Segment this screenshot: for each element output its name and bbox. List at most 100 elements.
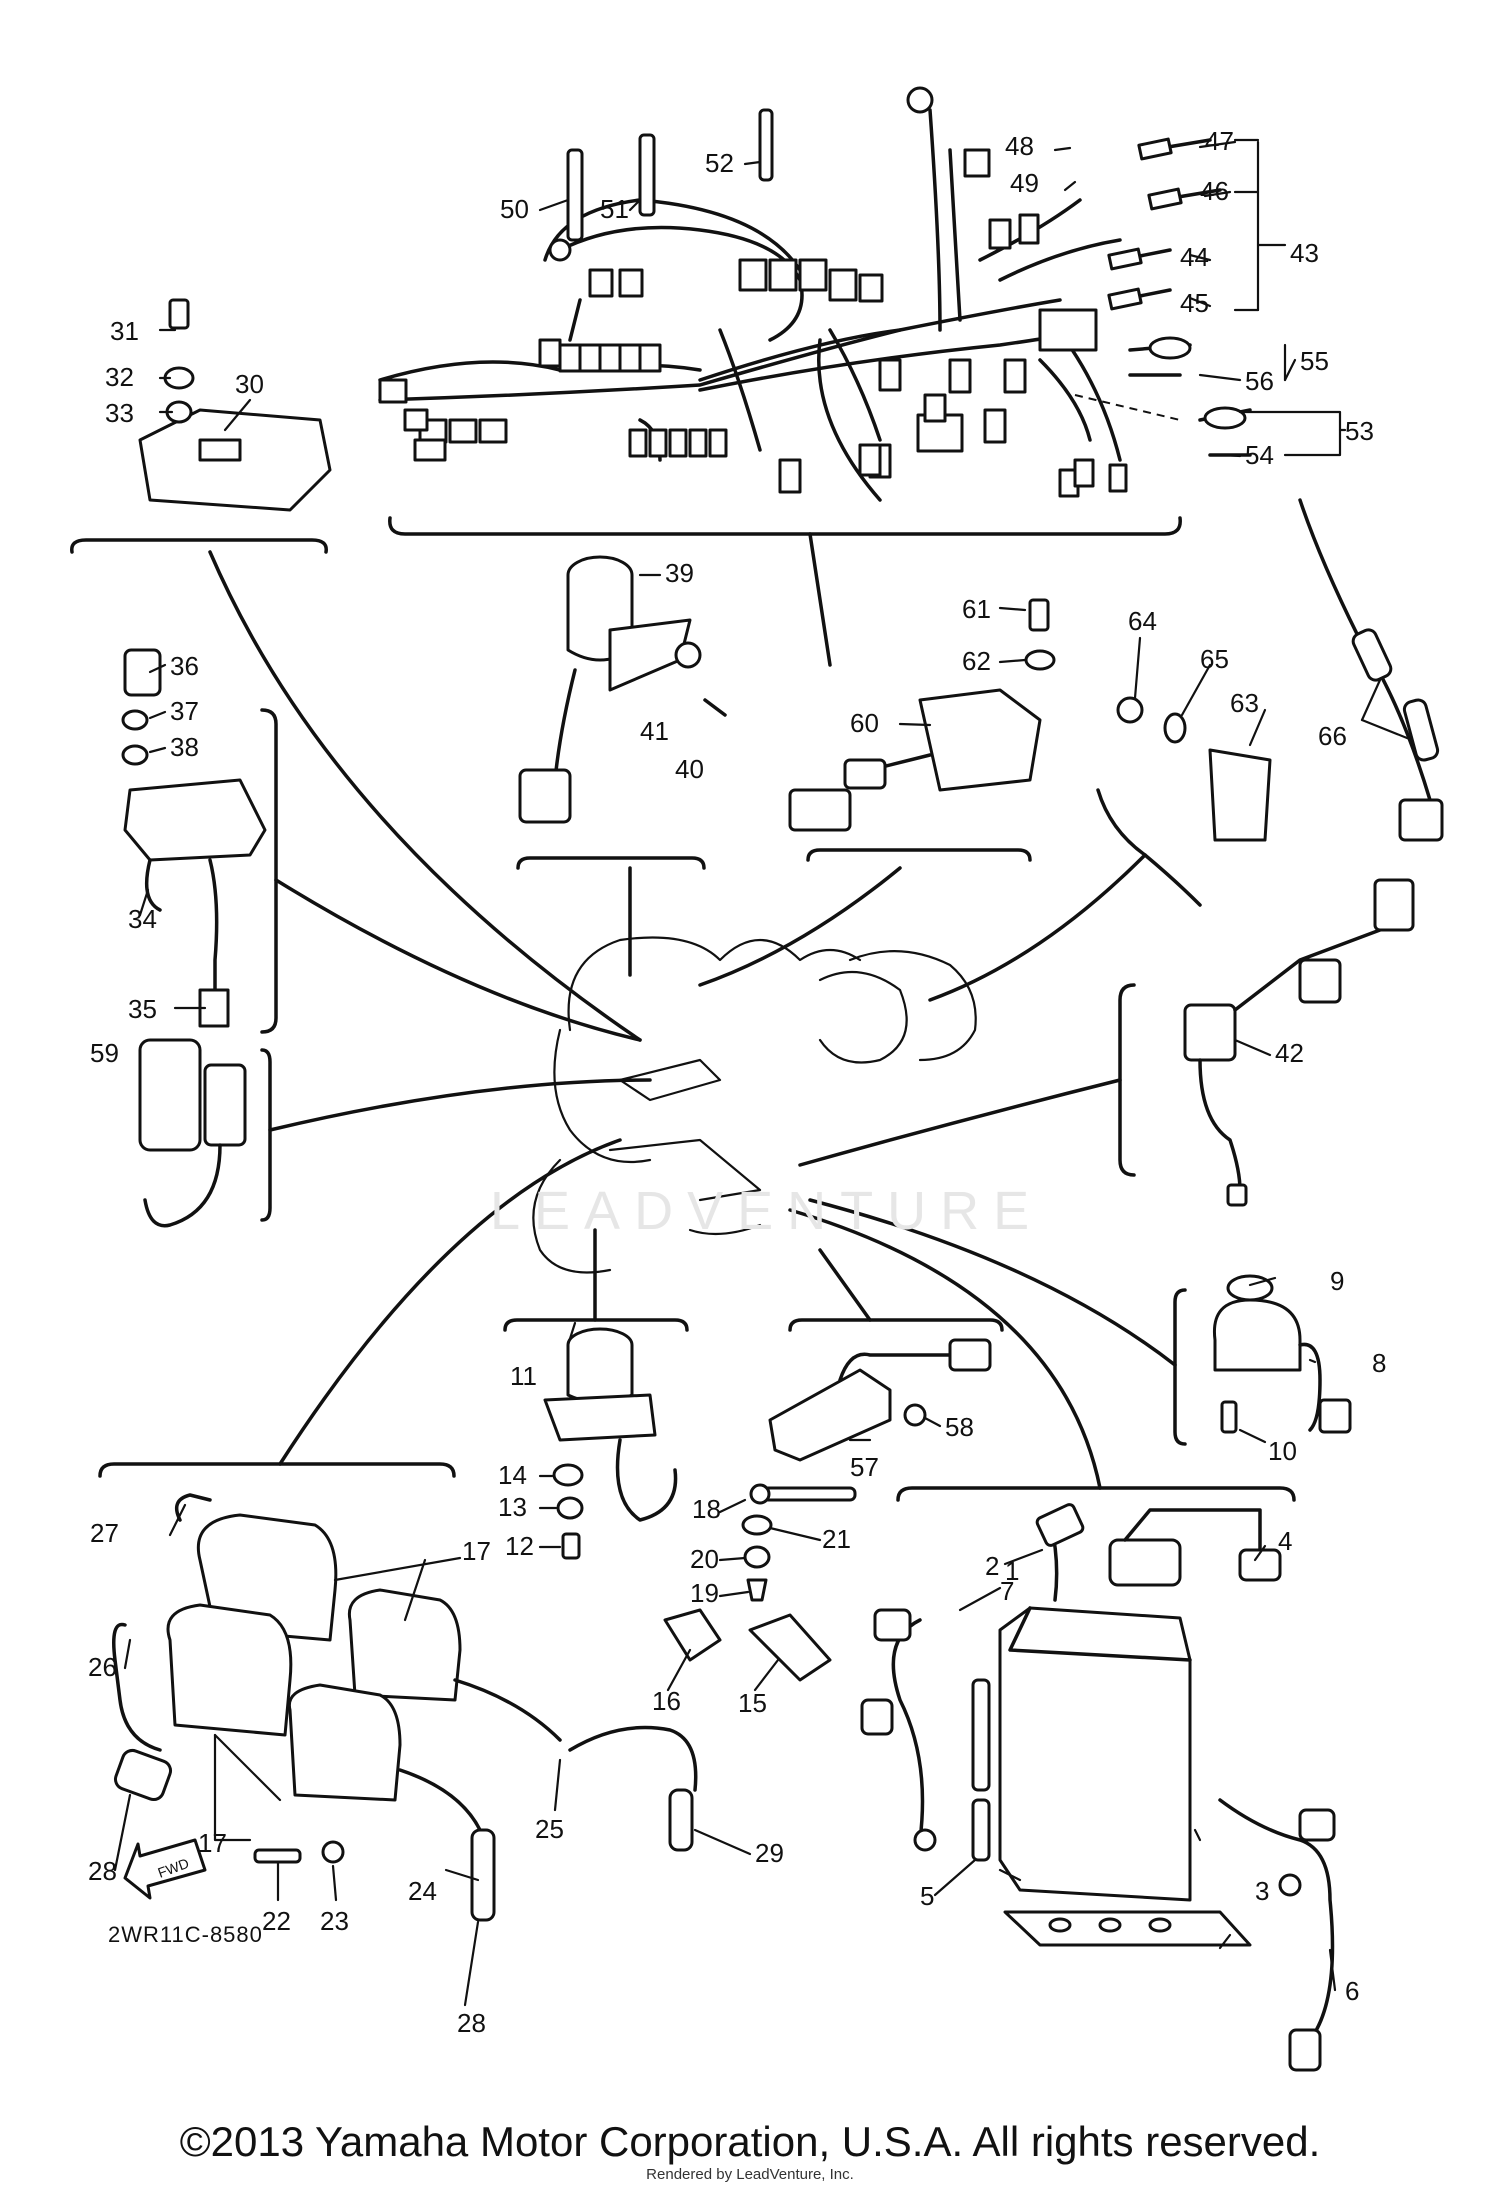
regulator-group-bracket <box>70 538 328 554</box>
frame-outline <box>532 936 977 1274</box>
connection-lines <box>208 532 1177 1490</box>
harness-group-bracket <box>388 516 1182 536</box>
callout-37: 37 <box>170 696 199 726</box>
callout-4: 4 <box>1278 1526 1292 1556</box>
callout-labels: 1 2 3 4 5 6 7 8 9 10 11 12 13 14 15 16 1… <box>88 126 1386 2038</box>
callout-21: 21 <box>822 1524 851 1554</box>
battery-group-bracket <box>896 1486 1296 1502</box>
sidestand-group-bracket <box>806 848 1032 862</box>
flasher-relay-top <box>788 598 1056 832</box>
callout-3: 3 <box>1255 1876 1269 1906</box>
flasher-group-bracket <box>260 1048 272 1222</box>
callout-17: 17 <box>462 1536 491 1566</box>
callout-61: 61 <box>962 594 991 624</box>
callout-29: 29 <box>755 1838 784 1868</box>
callout-64: 64 <box>1128 606 1157 636</box>
horn <box>1212 1274 1352 1434</box>
harness-pins <box>566 108 774 242</box>
callout-63: 63 <box>1230 688 1259 718</box>
callout-46: 46 <box>1200 176 1229 206</box>
callout-18: 18 <box>692 1494 721 1524</box>
flasher-relay <box>138 1038 247 1228</box>
callout-7: 7 <box>1000 1576 1014 1606</box>
callout-44: 44 <box>1180 242 1209 272</box>
callout-12: 12 <box>505 1531 534 1561</box>
callout-38: 38 <box>170 732 199 762</box>
callout-28-lower: 28 <box>457 2008 486 2038</box>
callout-22: 22 <box>262 1906 291 1936</box>
terminal-group <box>1074 137 1342 457</box>
callout-58: 58 <box>945 1412 974 1442</box>
callout-39: 39 <box>665 558 694 588</box>
relay-small <box>1116 696 1272 842</box>
leader-lines <box>113 140 1414 2007</box>
callout-6: 6 <box>1345 1976 1359 2006</box>
callout-31: 31 <box>110 316 139 346</box>
callout-62: 62 <box>962 646 991 676</box>
callout-35: 35 <box>128 994 157 1024</box>
starter-switch-parts <box>663 1483 857 1682</box>
callout-55: 55 <box>1300 346 1329 376</box>
callout-27: 27 <box>90 1518 119 1548</box>
callout-28: 28 <box>88 1856 117 1886</box>
ignition-coil-group-bracket <box>98 1462 456 1478</box>
callout-25: 25 <box>535 1814 564 1844</box>
callout-53: 53 <box>1345 416 1374 446</box>
wiring-diagram: 1 2 3 4 5 6 7 8 9 10 11 12 13 14 15 16 1… <box>70 86 1444 2072</box>
callout-40: 40 <box>675 754 704 784</box>
callout-17-lower: 17 <box>198 1828 227 1858</box>
grouping-braces <box>1256 243 1347 432</box>
relay-42 <box>1183 878 1415 1207</box>
lead-wire <box>1298 498 1444 842</box>
starter-switch-group-bracket <box>788 1318 1004 1332</box>
horn-group-bracket <box>1173 1288 1187 1446</box>
callout-51: 51 <box>600 194 629 224</box>
rectifier-group-bracket <box>260 708 278 1034</box>
callout-23: 23 <box>320 1906 349 1936</box>
callout-66: 66 <box>1318 721 1347 751</box>
starter-relay-group-bracket <box>1118 983 1136 1177</box>
main-switch-group-bracket <box>516 856 706 870</box>
main-switch <box>518 555 727 824</box>
callout-47: 47 <box>1205 126 1234 156</box>
callout-5: 5 <box>920 1881 934 1911</box>
callout-65: 65 <box>1200 644 1229 674</box>
callout-9: 9 <box>1330 1266 1344 1296</box>
rendered-by-credit: Rendered by LeadVenture, Inc. <box>646 2166 854 2183</box>
callout-36: 36 <box>170 651 199 681</box>
callout-56: 56 <box>1245 366 1274 396</box>
ignition-coils <box>112 1493 698 1922</box>
callout-59: 59 <box>90 1038 119 1068</box>
callout-16: 16 <box>652 1686 681 1716</box>
callout-34: 34 <box>128 904 157 934</box>
callout-54: 54 <box>1245 440 1274 470</box>
callout-45: 45 <box>1180 288 1209 318</box>
callout-8: 8 <box>1372 1348 1386 1378</box>
callout-1: 1 <box>1005 1556 1019 1586</box>
fwd-arrow-group <box>123 1838 345 1900</box>
callout-14: 14 <box>498 1460 527 1490</box>
callout-57: 57 <box>850 1452 879 1482</box>
callout-10: 10 <box>1268 1436 1297 1466</box>
callout-19: 19 <box>690 1578 719 1608</box>
callout-13: 13 <box>498 1492 527 1522</box>
copyright-notice: ©2013 Yamaha Motor Corporation, U.S.A. A… <box>179 2118 1321 2165</box>
callout-41: 41 <box>640 716 669 746</box>
callout-11: 11 <box>510 1361 537 1391</box>
watermark: LEADVENTURE <box>490 1181 1044 1241</box>
callout-24: 24 <box>408 1876 437 1906</box>
battery-group <box>860 1503 1336 2072</box>
drawing-code: 2WR11C-8580 <box>108 1922 263 1947</box>
callout-49: 49 <box>1010 168 1039 198</box>
neutral-switch <box>768 1338 992 1462</box>
callout-20: 20 <box>690 1544 719 1574</box>
callout-60: 60 <box>850 708 879 738</box>
callout-26: 26 <box>88 1652 117 1682</box>
oil-level-switch <box>543 1327 678 1560</box>
callout-50: 50 <box>500 194 529 224</box>
callout-32: 32 <box>105 362 134 392</box>
callout-2: 2 <box>985 1551 999 1581</box>
relay-group-bracket <box>1096 788 1202 907</box>
callout-43: 43 <box>1290 238 1319 268</box>
